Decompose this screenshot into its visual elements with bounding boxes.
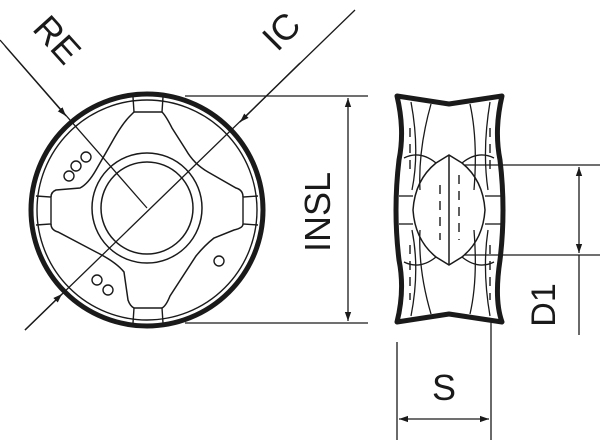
inner-edge-circle bbox=[36, 99, 258, 321]
insl-dimension bbox=[185, 95, 368, 324]
insert-side-view bbox=[393, 93, 506, 325]
ic-arrow-bottom bbox=[24, 293, 63, 331]
center-hole bbox=[100, 161, 194, 255]
ic-diameter-line bbox=[24, 9, 356, 331]
ic-arrow-top bbox=[239, 62, 301, 123]
re-label: RE bbox=[25, 7, 89, 72]
outer-edge-circle bbox=[28, 91, 266, 329]
side-flank-curves bbox=[410, 101, 491, 317]
center-ring-outer bbox=[91, 152, 203, 264]
side-outline bbox=[393, 93, 506, 325]
index-marks-three bbox=[63, 151, 92, 182]
insert-body-outline bbox=[50, 111, 244, 309]
insert-top-view bbox=[0, 9, 356, 331]
d1-label: D1 bbox=[525, 283, 563, 326]
ic-label: IC bbox=[254, 4, 308, 58]
side-hidden-lines bbox=[409, 128, 491, 300]
s-label: S bbox=[432, 367, 456, 408]
side-cross-curves bbox=[399, 154, 501, 266]
index-marks-two bbox=[91, 274, 114, 296]
edge-notches bbox=[35, 96, 259, 324]
insl-label: INSL bbox=[297, 172, 338, 252]
index-mark-one bbox=[213, 255, 225, 267]
d1-dimension bbox=[465, 164, 600, 335]
s-dimension bbox=[396, 322, 492, 440]
re-arrow bbox=[4, 45, 67, 117]
